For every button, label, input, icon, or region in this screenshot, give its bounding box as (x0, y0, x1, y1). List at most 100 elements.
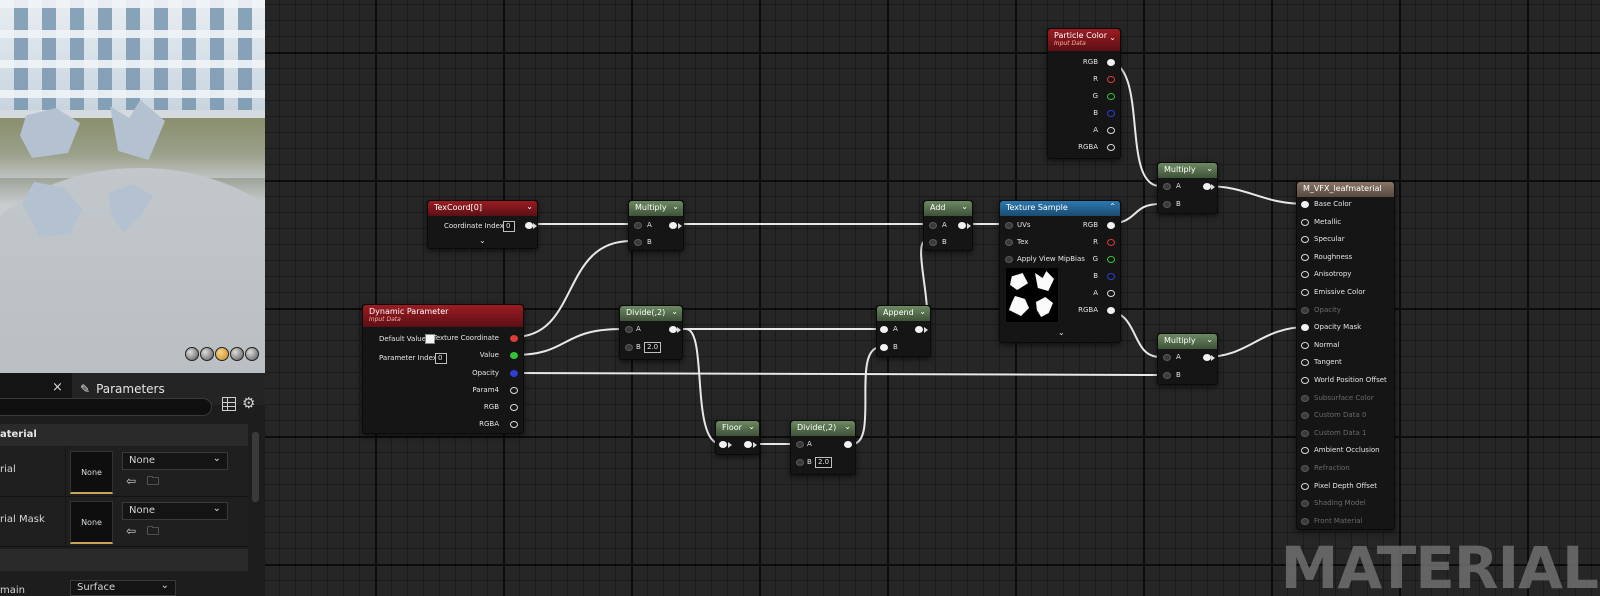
cylinder-preview-icon[interactable] (230, 347, 244, 361)
output-pin-opacity[interactable] (510, 370, 518, 377)
asset-thumbnail[interactable]: None (70, 501, 113, 544)
chevron-down-icon[interactable]: ⌄ (961, 202, 968, 211)
output-pin[interactable] (915, 326, 923, 333)
gear-icon[interactable]: ⚙ (242, 394, 256, 412)
output-pin-r[interactable] (1107, 76, 1115, 83)
node-floor[interactable]: Floor⌄ (715, 420, 760, 455)
output-pin-rgba[interactable] (1107, 144, 1115, 151)
chevron-down-icon[interactable]: ⌄ (748, 422, 755, 431)
output-pin[interactable] (1203, 183, 1211, 190)
chevron-down-icon[interactable]: ⌄ (672, 202, 679, 211)
material-input-pin[interactable] (1301, 201, 1309, 208)
chevron-down-icon[interactable]: ⌄ (919, 307, 926, 316)
chevron-down-icon[interactable]: ⌄ (844, 422, 851, 431)
output-pin-r[interactable] (1107, 239, 1115, 246)
node-divide[interactable]: Divide(,2)⌄ A B 2.0 (619, 305, 683, 360)
node-texcoord[interactable]: TexCoord[0]⌄ Coordinate Index 0 ⌄ (427, 200, 538, 249)
node-multiply[interactable]: Multiply⌄ A B (1157, 162, 1218, 214)
sphere-preview-icon[interactable] (185, 347, 199, 361)
coordinate-index-input[interactable]: 0 (503, 221, 515, 232)
material-input-pin[interactable] (1301, 289, 1309, 296)
material-input-pin[interactable] (1301, 253, 1309, 261)
asset-thumbnail[interactable]: None (70, 451, 113, 494)
output-pin-param4[interactable] (510, 387, 518, 394)
material-input-pin[interactable] (1301, 236, 1309, 244)
divisor-input[interactable]: 2.0 (644, 342, 662, 353)
material-input-pin[interactable] (1301, 359, 1309, 367)
teapot-preview-icon[interactable] (245, 347, 259, 361)
chevron-down-icon[interactable]: ⌄ (1109, 33, 1116, 42)
material-input-pin[interactable] (1301, 377, 1309, 384)
input-pin-b[interactable] (929, 239, 937, 246)
chevron-down-icon[interactable]: ⌄ (671, 307, 678, 316)
material-input-pin[interactable] (1301, 482, 1309, 490)
input-pin-apply-view-mipbias[interactable] (1005, 256, 1013, 263)
output-pin-rgb[interactable] (1107, 222, 1115, 229)
material-input-pin[interactable] (1301, 271, 1309, 279)
input-pin-b[interactable] (625, 344, 633, 351)
output-pin-b[interactable] (1107, 110, 1115, 117)
chevron-up-icon[interactable]: ⌃ (1109, 202, 1116, 211)
table-view-icon[interactable] (222, 397, 236, 411)
output-pin-g[interactable] (1107, 256, 1115, 263)
material-graph-canvas[interactable] (265, 0, 1600, 596)
input-pin-b[interactable] (796, 459, 804, 466)
input-pin-b[interactable] (880, 344, 888, 351)
browse-asset-icon[interactable]: 🗀 (146, 524, 159, 538)
output-pin-rgba[interactable] (510, 421, 518, 428)
material-input-pin[interactable] (1301, 218, 1309, 226)
output-pin-g[interactable] (1107, 93, 1115, 100)
material-input-pin[interactable] (1301, 324, 1309, 332)
output-pin[interactable] (958, 222, 966, 229)
input-pin-a[interactable] (880, 326, 888, 333)
input-pin-b[interactable] (1163, 201, 1171, 208)
asset-picker-combo[interactable]: None ⌄ (122, 502, 228, 520)
node-divide[interactable]: Divide(,2)⌄ A B 2.0 (790, 420, 856, 475)
preview-viewport[interactable] (0, 0, 265, 373)
node-multiply[interactable]: Multiply⌄ A B (628, 200, 684, 251)
chevron-down-icon[interactable]: ⌄ (526, 202, 533, 211)
chevron-down-icon[interactable]: ⌄ (1206, 164, 1213, 173)
node-texture-sample[interactable]: Texture Sample⌃ UVs Tex Apply View MipBi… (999, 200, 1121, 343)
output-pin[interactable] (744, 441, 752, 448)
default-value-swatch[interactable] (425, 334, 435, 344)
divisor-input[interactable]: 2.0 (815, 457, 833, 468)
output-pin-rgb[interactable] (510, 404, 518, 411)
expand-chevron-icon[interactable]: ⌄ (1058, 328, 1065, 337)
search-input[interactable] (0, 398, 212, 416)
expand-chevron-icon[interactable]: ⌄ (479, 236, 486, 245)
node-add[interactable]: Add⌄ A B (923, 200, 973, 251)
input-pin-b[interactable] (1163, 372, 1171, 379)
input-pin-a[interactable] (1163, 183, 1171, 190)
output-pin[interactable] (1203, 354, 1211, 361)
output-pin[interactable] (844, 441, 852, 448)
node-dynamic-parameter[interactable]: Dynamic Parameter Input Data Default Val… (362, 304, 524, 434)
parameter-index-input[interactable]: 0 (435, 353, 447, 364)
input-pin-a[interactable] (634, 222, 642, 229)
output-pin-a[interactable] (1107, 290, 1115, 297)
node-particle-color[interactable]: Particle Color Input Data ⌄ RGB R G B A … (1047, 28, 1121, 159)
output-pin-rgba[interactable] (1107, 307, 1115, 314)
chevron-down-icon[interactable]: ⌄ (1206, 335, 1213, 344)
material-domain-combo[interactable]: Surface ⌄ (70, 580, 176, 596)
use-selected-icon[interactable]: ⇦ (125, 474, 137, 488)
output-pin[interactable] (525, 222, 533, 229)
plane-preview-icon[interactable] (215, 347, 229, 361)
asset-picker-combo[interactable]: None ⌄ (122, 452, 228, 470)
section-header-material[interactable]: aterial (0, 424, 248, 446)
output-pin-texture-coordinate[interactable] (510, 335, 518, 342)
material-input-pin[interactable] (1301, 447, 1309, 455)
input-pin-uvs[interactable] (1005, 222, 1013, 229)
output-pin-a[interactable] (1107, 127, 1115, 134)
output-pin-b[interactable] (1107, 273, 1115, 280)
use-selected-icon[interactable]: ⇦ (125, 524, 137, 538)
output-pin-value[interactable] (510, 352, 518, 359)
input-pin-a[interactable] (796, 441, 804, 448)
cube-preview-icon[interactable] (200, 347, 214, 361)
browse-asset-icon[interactable]: 🗀 (146, 474, 159, 488)
output-pin[interactable] (669, 326, 677, 333)
input-pin[interactable] (719, 441, 727, 448)
input-pin-a[interactable] (1163, 354, 1171, 361)
output-pin[interactable] (669, 222, 677, 229)
